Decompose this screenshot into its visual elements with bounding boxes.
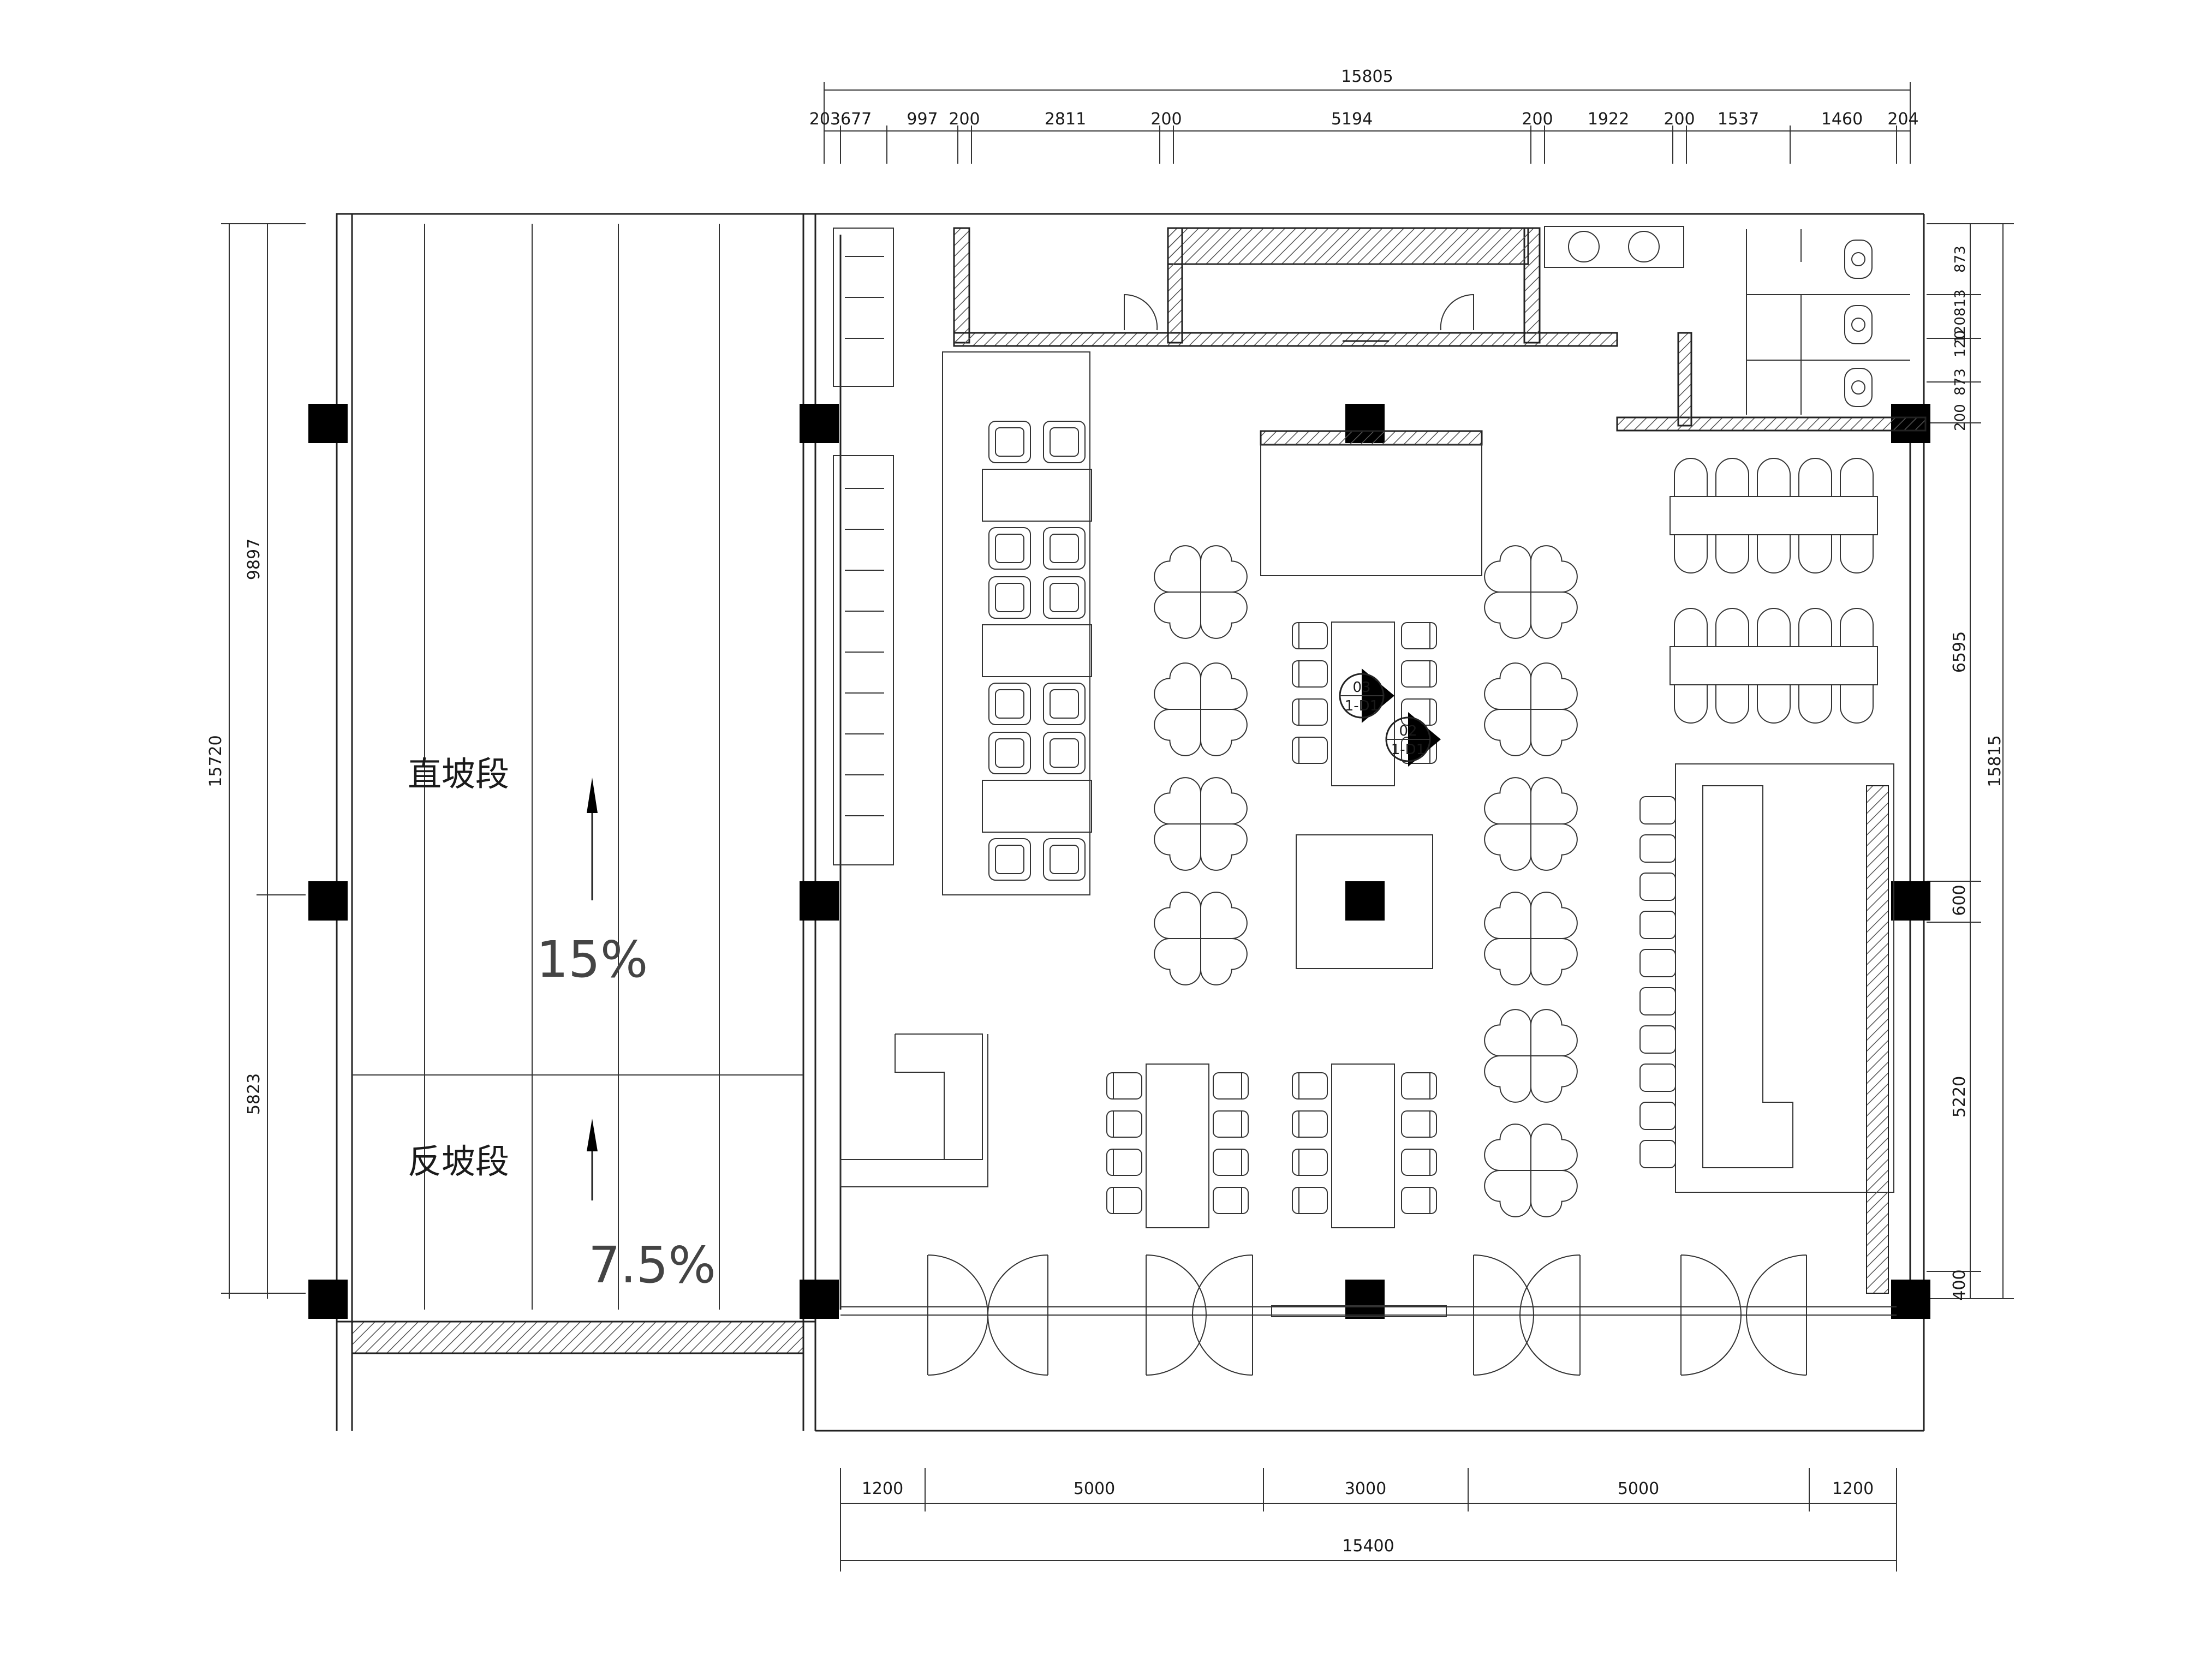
top-dim-9: 200 [1664,110,1695,129]
column [800,881,839,921]
bottom-dim-2: 5000 [1074,1479,1115,1498]
bar-counter [1639,763,1894,1294]
section-mark-02: 02 1-D1 [1385,712,1441,767]
service-counter [1260,430,1483,576]
bottom-total-dim: 15400 [1342,1537,1394,1556]
bottom-dim-1: 1200 [862,1479,903,1498]
right-total-dim: 15815 [1986,735,2005,787]
booth-seating-left [833,228,894,865]
lower-table-center [1292,1063,1437,1228]
sink-icon [1544,226,1684,268]
right-dim-3: 5220 [1950,1076,1969,1118]
reverse-slope-label: 反坡段 [408,1142,509,1181]
left-total-dim: 15720 [206,735,225,787]
column [308,1280,348,1319]
bottom-dim-5: 1200 [1832,1479,1874,1498]
right-dimension-chain: 15815 6595 600 5220 400 873 120813 120 8… [1927,223,2014,1301]
section-mark-03: 03 1-D1 [1339,668,1394,723]
ramp-drain-grate [351,1321,804,1354]
bottom-dim-4: 5000 [1618,1479,1659,1498]
top-dim-11: 1460 [1821,110,1863,129]
right-dim-1: 6595 [1950,631,1969,673]
column [1345,1280,1385,1319]
bottom-dim-3: 3000 [1345,1479,1386,1498]
column [1891,881,1930,921]
toilet-icon [1844,305,1873,344]
right-small-dim-1: 873 [1952,246,1969,273]
left-dim-2: 5823 [245,1073,264,1115]
top-total-dim: 15805 [1341,67,1393,86]
column [800,1280,839,1319]
section-sheet: 1-D1 [1391,742,1426,758]
column [308,881,348,921]
top-dim-7: 200 [1522,110,1553,129]
top-dim-2: 997 [907,110,938,129]
top-dim-12: 204 [1887,110,1918,129]
right-small-dim-2: 120813 [1952,289,1969,343]
column [308,404,348,443]
toilet-icon [1844,368,1873,407]
toilet-icon [1844,240,1873,279]
column [1891,1280,1930,1319]
door-swing [1440,294,1474,331]
left-dimension-chain: 15720 9897 5823 [206,223,306,1299]
right-dim-2: 600 [1950,885,1969,916]
kitchen-block [953,226,1684,347]
bottom-dimension-chain: 1200 5000 3000 5000 1200 15400 [840,1468,1897,1572]
top-dim-1: 203677 [809,110,872,129]
section-number: 03 [1352,679,1370,696]
column [800,404,839,443]
bar-stool-grid [1670,458,1878,724]
top-dim-8: 1922 [1588,110,1629,129]
reverse-slope-value: 7.5% [588,1236,716,1294]
up-arrow-icon [587,1119,598,1200]
reception-desk [840,1033,988,1187]
section-number: 02 [1399,723,1417,739]
right-dim-4: 400 [1950,1269,1969,1300]
right-small-dim-4: 873 [1952,368,1969,396]
top-dim-3: 200 [949,110,980,129]
top-dim-4: 2811 [1045,110,1086,129]
top-dim-6: 5194 [1331,110,1373,129]
column [1345,881,1385,921]
straight-slope-value: 15% [536,930,648,989]
column-enclosure [1296,834,1433,969]
front-facade [840,1254,1897,1376]
top-dim-5: 200 [1150,110,1182,129]
door-swing [1124,294,1158,331]
ramp-area: 直坡段 反坡段 15% 7.5% [336,213,816,1431]
top-dimension-chain: 15805 203677 997 200 2811 200 5194 200 1… [809,67,1919,164]
central-long-table [1292,622,1437,786]
up-arrow-icon [587,778,598,900]
right-small-dim-3: 120 [1952,330,1969,357]
main-hall-outline [815,213,1925,1432]
lower-table-left [1106,1063,1249,1228]
top-dim-10: 1537 [1718,110,1759,129]
structural-columns [308,404,1930,1319]
restroom-block [1616,229,1927,432]
right-small-dim-5: 200 [1952,404,1969,431]
left-dim-1: 9897 [245,539,264,580]
straight-slope-label: 直坡段 [408,754,509,794]
section-sheet: 1-D1 [1345,698,1379,714]
table-block-left [942,351,1092,895]
